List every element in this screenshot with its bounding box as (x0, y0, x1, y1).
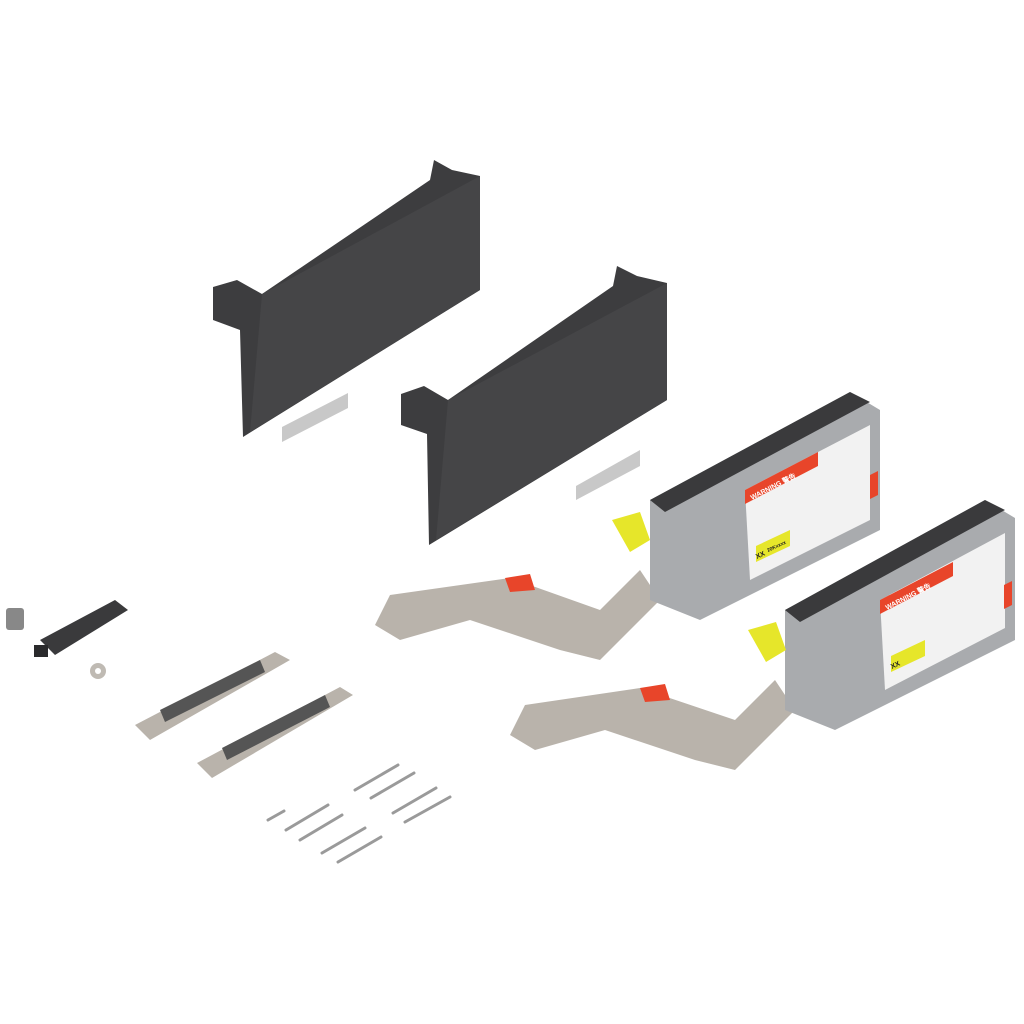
cover-cap-right (401, 266, 667, 545)
mounting-plates (135, 652, 353, 778)
screws (266, 763, 452, 864)
size-code: XX (755, 550, 767, 560)
size-code-2: XX (890, 660, 902, 670)
blum-plate-right (576, 450, 640, 500)
cover-cap-left (213, 160, 480, 442)
bumper-pin (6, 600, 128, 679)
blum-plate-left (282, 393, 348, 442)
lift-mechanism-lower: WARNING 警告 XX (510, 500, 1015, 770)
lift-mechanism-upper: WARNING 警告 XX 20Kxxxx (375, 392, 880, 660)
